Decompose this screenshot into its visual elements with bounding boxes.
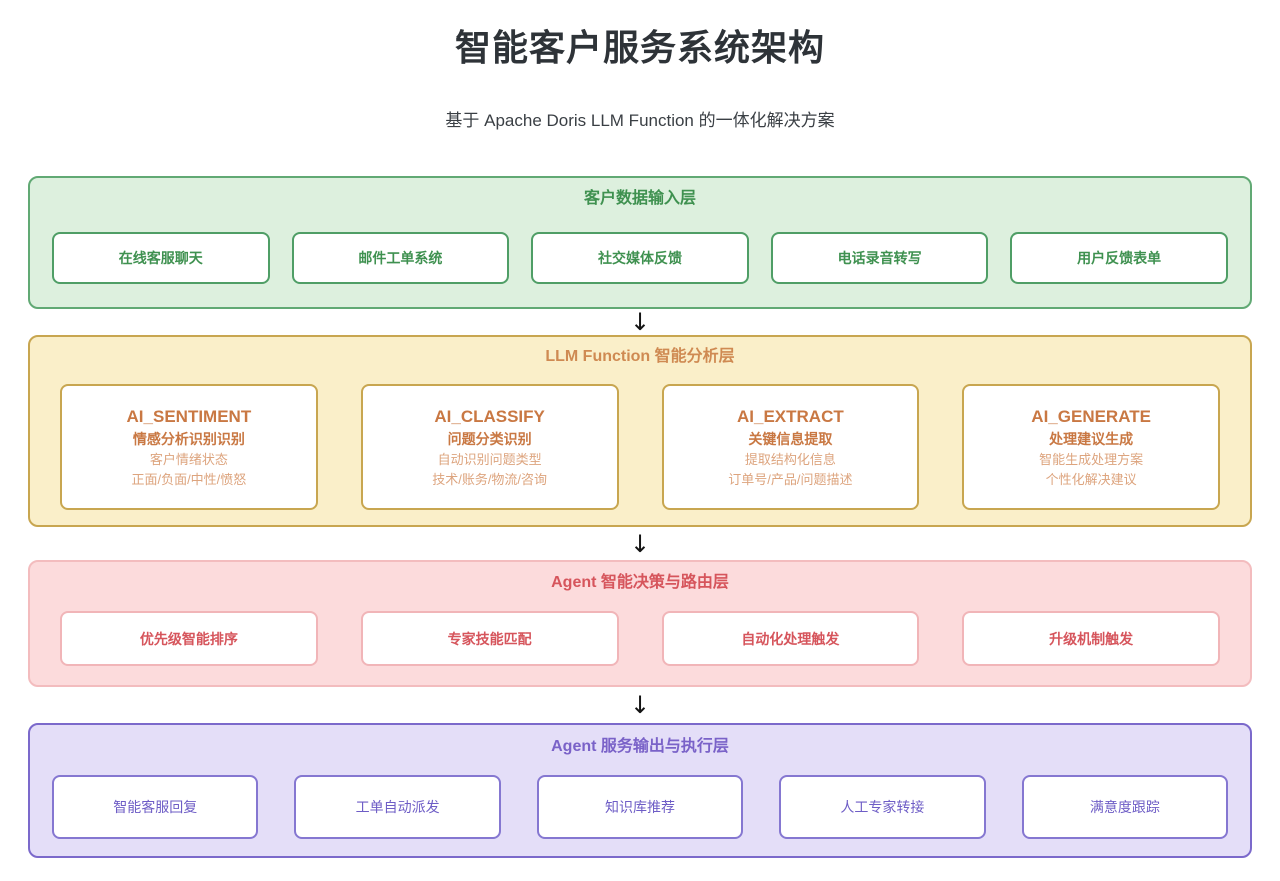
layer-agent-routing: Agent 智能决策与路由层 优先级智能排序 专家技能匹配 自动化处理触发 升级… [28, 560, 1252, 688]
llm-card-desc: 正面/负面/中性/愤怒 [131, 471, 247, 487]
output-box-ticket-dispatch: 工单自动派发 [294, 775, 501, 840]
llm-card-desc: 技术/账务/物流/咨询 [432, 471, 548, 487]
llm-card-subtitle: 处理建议生成 [1049, 430, 1134, 447]
down-arrow-icon: ↓ [629, 529, 651, 558]
llm-card-sentiment: AI_SENTIMENT 情感分析识别识别 客户情绪状态 正面/负面/中性/愤怒 [60, 384, 318, 511]
llm-card-subtitle: 情感分析识别识别 [132, 430, 245, 447]
output-box-human-transfer: 人工专家转接 [779, 775, 986, 840]
llm-card-classify: AI_CLASSIFY 问题分类识别 自动识别问题类型 技术/账务/物流/咨询 [360, 384, 619, 511]
layer-agent-output: Agent 服务输出与执行层 智能客服回复 工单自动派发 知识库推荐 人工专家转… [28, 723, 1252, 859]
llm-card-desc: 提取结构化信息 [744, 451, 836, 467]
llm-card-name: AI_EXTRACT [737, 406, 844, 426]
layer-agent-output-title: Agent 服务输出与执行层 [551, 738, 729, 756]
layer-agent-routing-title: Agent 智能决策与路由层 [551, 574, 729, 592]
input-box-call-transcript: 电话录音转写 [770, 232, 989, 285]
input-box-feedback-form: 用户反馈表单 [1010, 232, 1228, 285]
llm-card-name: AI_GENERATE [1031, 406, 1151, 426]
arrow-gap-3: ↓ [28, 687, 1252, 723]
output-box-smart-reply: 智能客服回复 [52, 775, 259, 840]
routing-box-skill-match: 专家技能匹配 [360, 611, 619, 667]
input-box-social-feedback: 社交媒体反馈 [531, 232, 749, 285]
output-box-satisfaction: 满意度跟踪 [1021, 775, 1229, 840]
llm-card-desc: 自动识别问题类型 [437, 451, 542, 467]
down-arrow-icon: ↓ [629, 308, 651, 337]
llm-card-desc: 智能生成处理方案 [1039, 451, 1144, 467]
page-title: 智能客户服务系统架构 [454, 27, 825, 68]
llm-card-desc: 订单号/产品/问题描述 [728, 471, 853, 487]
llm-card-generate: AI_GENERATE 处理建议生成 智能生成处理方案 个性化解决建议 [962, 384, 1220, 511]
layer-llm-analysis-title: LLM Function 智能分析层 [545, 348, 735, 366]
architecture-diagram: 客户数据输入层 在线客服聊天 邮件工单系统 社交媒体反馈 电话录音转写 用户反馈… [28, 176, 1252, 859]
routing-box-escalation: 升级机制触发 [962, 611, 1220, 667]
down-arrow-icon: ↓ [629, 691, 651, 720]
layer-agent-output-row: 智能客服回复 工单自动派发 知识库推荐 人工专家转接 满意度跟踪 [52, 775, 1229, 840]
llm-card-desc: 个性化解决建议 [1045, 471, 1137, 487]
layer-customer-input-title: 客户数据输入层 [583, 190, 696, 208]
llm-card-name: AI_SENTIMENT [126, 406, 252, 426]
llm-card-subtitle: 问题分类识别 [447, 430, 532, 447]
arrow-gap-1: ↓ [28, 309, 1252, 335]
layer-customer-input: 客户数据输入层 在线客服聊天 邮件工单系统 社交媒体反馈 电话录音转写 用户反馈… [28, 176, 1252, 310]
page-subtitle: 基于 Apache Doris LLM Function 的一体化解决方案 [445, 111, 835, 131]
routing-box-auto-trigger: 自动化处理触发 [661, 611, 920, 667]
output-box-kb-recommend: 知识库推荐 [536, 775, 744, 840]
llm-card-desc: 客户情绪状态 [149, 451, 228, 467]
llm-card-subtitle: 关键信息提取 [748, 430, 833, 447]
layer-llm-analysis-row: AI_SENTIMENT 情感分析识别识别 客户情绪状态 正面/负面/中性/愤怒… [52, 384, 1228, 511]
llm-card-extract: AI_EXTRACT 关键信息提取 提取结构化信息 订单号/产品/问题描述 [661, 384, 920, 511]
input-box-email-ticket: 邮件工单系统 [291, 232, 510, 285]
layer-llm-analysis: LLM Function 智能分析层 AI_SENTIMENT 情感分析识别识别… [28, 335, 1252, 528]
llm-card-name: AI_CLASSIFY [434, 406, 545, 426]
routing-box-priority-sort: 优先级智能排序 [60, 611, 318, 667]
layer-customer-input-row: 在线客服聊天 邮件工单系统 社交媒体反馈 电话录音转写 用户反馈表单 [52, 232, 1228, 285]
layer-agent-routing-row: 优先级智能排序 专家技能匹配 自动化处理触发 升级机制触发 [52, 611, 1228, 667]
input-box-online-chat: 在线客服聊天 [52, 232, 270, 285]
arrow-gap-2: ↓ [28, 527, 1252, 560]
